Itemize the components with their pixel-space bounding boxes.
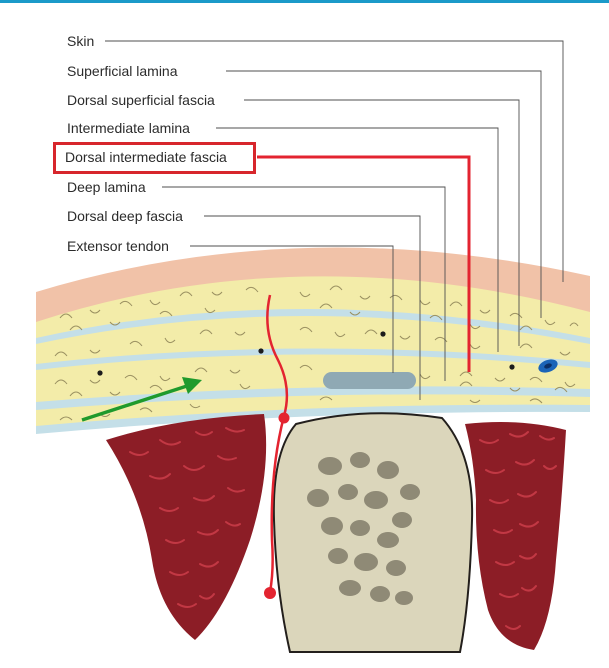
label-superficial-lamina: Superficial lamina (67, 63, 178, 79)
label-dorsal-deep-fascia: Dorsal deep fascia (67, 208, 183, 224)
label-extensor-tendon: Extensor tendon (67, 238, 169, 254)
label-dorsal-intermediate-fascia: Dorsal intermediate fascia (65, 149, 227, 165)
label-skin: Skin (67, 33, 94, 49)
extensor-tendon-shape (323, 372, 416, 389)
vessel-dot (258, 348, 263, 353)
right-muscle (465, 422, 566, 650)
label-dorsal-superficial-fascia: Dorsal superficial fascia (67, 92, 215, 108)
vessel-dot (509, 364, 514, 369)
label-deep-lamina: Deep lamina (67, 179, 146, 195)
vessel-dot (97, 370, 102, 375)
red-marker-dot (264, 587, 276, 599)
bone (274, 413, 472, 652)
red-marker-dot (279, 413, 290, 424)
label-intermediate-lamina: Intermediate lamina (67, 120, 190, 136)
vessel-dot (380, 331, 385, 336)
